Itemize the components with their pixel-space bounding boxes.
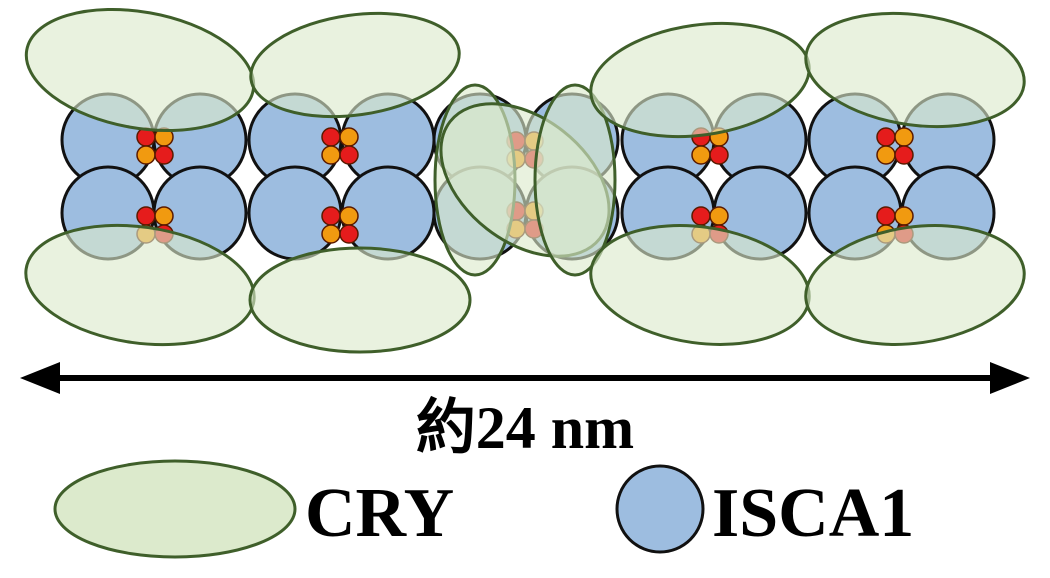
- cluster-atom: [877, 146, 895, 164]
- arrow-head-right: [990, 362, 1030, 394]
- cluster-atom: [322, 128, 340, 146]
- cluster-atom: [710, 207, 728, 225]
- cluster-atom: [692, 146, 710, 164]
- cluster-atom: [895, 146, 913, 164]
- arrow-head-left: [20, 362, 60, 394]
- cluster-atom: [155, 146, 173, 164]
- legend-cry-label: CRY: [305, 475, 454, 552]
- cluster-atom: [137, 207, 155, 225]
- length-label: 約24 nm: [416, 395, 634, 461]
- cluster-atom: [340, 128, 358, 146]
- cluster-atom: [895, 128, 913, 146]
- cluster-atom: [322, 146, 340, 164]
- cluster-atom: [340, 225, 358, 243]
- cluster-atom: [895, 207, 913, 225]
- cluster-atom: [340, 207, 358, 225]
- legend-cry-swatch: [55, 461, 295, 557]
- legend-isca1-label: ISCA1: [712, 475, 914, 552]
- cluster-atom: [340, 146, 358, 164]
- legend-isca1-swatch: [617, 466, 703, 552]
- cluster-atom: [877, 128, 895, 146]
- cluster-atom: [155, 207, 173, 225]
- cluster-atom: [877, 207, 895, 225]
- cluster-atom: [710, 146, 728, 164]
- cluster-atom: [322, 225, 340, 243]
- cluster-atom: [322, 207, 340, 225]
- length-arrow: [20, 362, 1030, 394]
- cry-ellipse: [250, 248, 470, 352]
- legend: CRY ISCA1: [55, 461, 914, 557]
- cluster-atom: [692, 207, 710, 225]
- cluster-atom: [137, 146, 155, 164]
